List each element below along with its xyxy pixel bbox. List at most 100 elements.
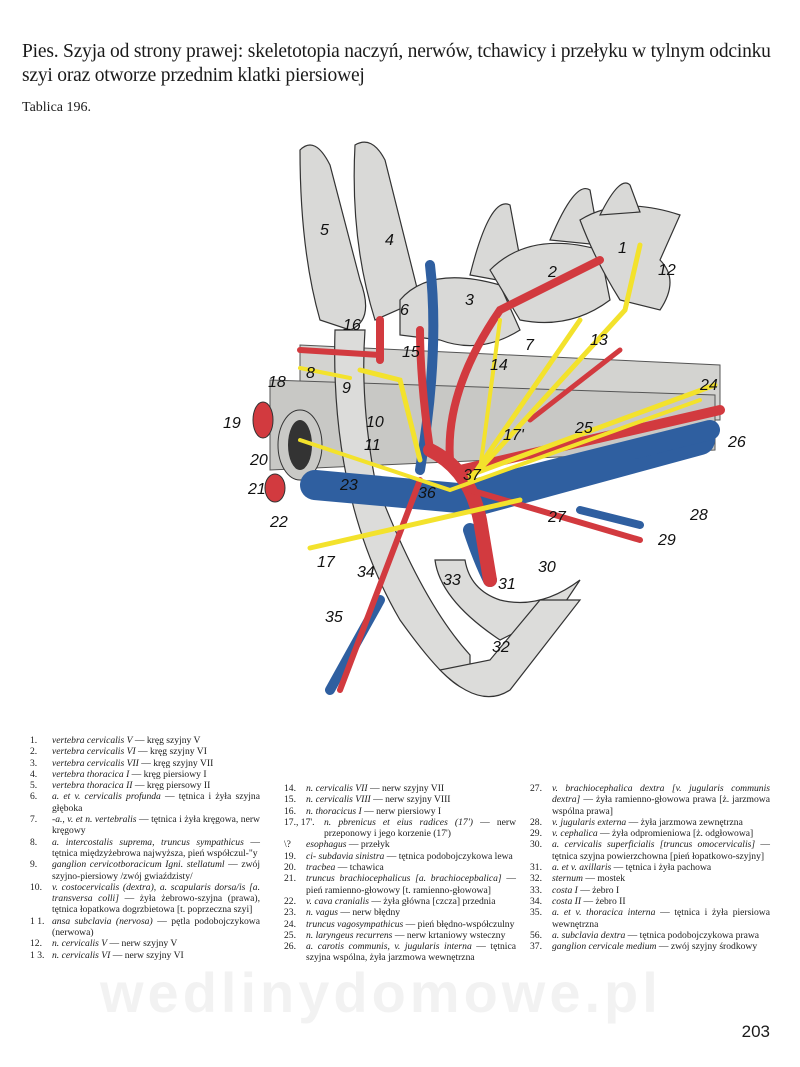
nerves xyxy=(298,242,718,551)
legend-item: 2.vertebra cervicalis VI — kręg szyjny V… xyxy=(30,746,260,757)
legend-item: 1 3.n. cervicalis VI — nerw szyjny VI xyxy=(30,950,260,961)
legend-item-number: 5. xyxy=(30,780,38,792)
legend-item-number: 2. xyxy=(30,746,38,758)
legend-item-polish: — tętnica szyjna powierzchowna [pień łop… xyxy=(552,839,770,862)
legend-item-polish: — nerw szyjny VI xyxy=(110,949,184,961)
svg-text:14: 14 xyxy=(490,357,508,374)
svg-text:28: 28 xyxy=(689,507,708,524)
svg-text:11: 11 xyxy=(364,437,381,454)
legend-item-polish: — tętnica międzyżebrowa najwyższa, pień … xyxy=(52,836,260,859)
legend-item: 21.truncus brachiocephalicus [a. brachio… xyxy=(284,873,516,896)
figure-labels: 5 4 3 2 1 12 13 14 15 16 6 7 8 9 10 11 1… xyxy=(223,222,746,656)
legend-item-number: 29. xyxy=(530,828,542,840)
legend-item: 14.n. cervicalis VII — nerw szyjny VII xyxy=(284,783,516,794)
legend-item-number: 37. xyxy=(530,941,542,953)
legend-item: 29.v. cephalica — żyła odpromieniowa [ż.… xyxy=(530,828,770,839)
svg-text:18: 18 xyxy=(268,374,286,391)
legend-item: 33.costa I — żebro I xyxy=(530,885,770,896)
legend-item-number: 4. xyxy=(30,768,38,780)
legend-item: 12.n. cervicalis V — nerw szyjny V xyxy=(30,938,260,949)
legend-item: 24.truncus vagosympathicus — pień błędno… xyxy=(284,919,516,930)
legend-item-number: 31. xyxy=(530,862,542,874)
legend-item-polish: — zwój szyjny środkowy xyxy=(656,941,758,953)
legend-item: 15.n. cervicalis VIII — nerw szyjny VIII xyxy=(284,794,516,805)
legend-item-polish: — nerw przeponowy i jego korzenie (17') xyxy=(324,816,516,840)
legend-item-latin: a. et v. axillaris xyxy=(552,862,612,874)
page-number: 203 xyxy=(741,1022,770,1041)
svg-text:10: 10 xyxy=(366,414,384,431)
legend-item-latin: a. cervicalis superficialis [truncus omo… xyxy=(552,839,756,851)
svg-text:5: 5 xyxy=(320,222,329,239)
legend-item-latin: a. et v. thoracica interna xyxy=(552,907,656,919)
legend-item-latin: a. subclavia dextra xyxy=(552,929,626,941)
legend-item-polish: — nerw krtaniowy wsteczny xyxy=(392,929,506,941)
legend-item-polish: — kręg szyjny V xyxy=(132,735,201,746)
svg-text:19: 19 xyxy=(223,415,241,432)
svg-text:9: 9 xyxy=(342,380,351,397)
legend-item-polish: — nerw szyjny VII xyxy=(367,783,445,794)
svg-text:27: 27 xyxy=(547,509,567,526)
svg-text:2: 2 xyxy=(547,264,557,281)
legend-item-number: 14. xyxy=(284,783,296,794)
legend-item-polish: — tchawica xyxy=(335,862,384,874)
legend-item-latin: vertebra cervicalis V xyxy=(52,735,133,746)
legend-item-latin: a. carotis communis, v. jugularis intern… xyxy=(306,941,472,953)
svg-text:8: 8 xyxy=(306,365,315,382)
legend-item-number: 6. xyxy=(30,791,38,803)
legend-item-polish: — żyła odpromieniowa [ż. odgłowowa] xyxy=(597,828,754,840)
legend-item-polish: — żyła główna [czcza] przednia xyxy=(368,895,496,907)
vertebra-1-spine xyxy=(598,182,641,216)
legend-item: 56.a. subclavia dextra — tętnica podoboj… xyxy=(530,930,770,941)
legend-item-latin: a. intercostalis suprema, truncus sympat… xyxy=(52,836,244,848)
legend-item-polish: — żebro II xyxy=(581,895,626,907)
legend-item-latin: v. costocervicalis (dextra), a. scapular… xyxy=(52,881,260,905)
svg-text:7: 7 xyxy=(525,337,535,354)
svg-text:3: 3 xyxy=(465,292,474,309)
svg-text:23: 23 xyxy=(339,477,358,494)
legend-item: 32.sternum — mostek xyxy=(530,873,770,884)
legend-item: 7.-a., v. et n. vertebralis — tętnica i … xyxy=(30,814,260,837)
svg-text:17: 17 xyxy=(317,554,336,571)
legend-item: 5.vertebra thoracica II — kręg piersowy … xyxy=(30,780,260,791)
plate-number: Tablica 196. xyxy=(22,100,91,115)
legend-item: 9.ganglion cervicotboracicum Igni. stell… xyxy=(30,859,260,882)
legend-item: 8.a. intercostalis suprema, truncus symp… xyxy=(30,837,260,860)
legend-item-number: 1 1. xyxy=(30,915,45,927)
legend-item-polish: — pętla podobojczykowa (nerwowa) xyxy=(52,915,260,939)
legend-item: 23.n. vagus — nerw błędny xyxy=(284,907,516,918)
legend-item-polish: — kręg piersiowy I xyxy=(129,768,207,780)
legend-item-latin: n. laryngeus recurrens xyxy=(306,929,393,941)
legend-item-number: 15. xyxy=(284,794,296,806)
svg-text:34: 34 xyxy=(357,564,375,581)
legend-item-latin: costa II xyxy=(552,895,582,907)
legend-item-number: 16. xyxy=(284,805,296,817)
legend-item-polish: — żebro I xyxy=(577,884,620,896)
legend-item-polish: — pień błędno-współczulny xyxy=(403,918,515,930)
svg-text:31: 31 xyxy=(498,576,516,593)
legend-item-polish: — tętnica szyjna wspólna, żyła jarzmowa … xyxy=(306,941,516,964)
legend-item-number: 28. xyxy=(530,816,542,828)
legend-item-number: 17., 17'. xyxy=(284,816,315,828)
legend-item-polish: — tętnica i żyła pachowa xyxy=(611,862,712,874)
svg-text:32: 32 xyxy=(492,639,510,656)
legend-item-latin: n. vagus xyxy=(306,907,338,919)
legend-item-latin: truncus brachiocephalicus [a. brachiocep… xyxy=(306,873,502,885)
legend-item-number: 20. xyxy=(284,862,296,874)
ribs xyxy=(334,329,582,698)
legend-item-number: 1 3. xyxy=(30,949,45,961)
legend-item-number: 19. xyxy=(284,850,296,862)
legend-item-latin: v. brachiocephalica dextra [v. jugularis… xyxy=(552,783,770,806)
legend-item: 4.vertebra thoracica I — kręg piersiowy … xyxy=(30,769,260,780)
legend-item-latin: costa I xyxy=(552,884,578,896)
legend-item-latin: vertebra thoracica II xyxy=(52,780,133,792)
legend-item-polish: — zwój szyjno-piersiowy /zwój gwiaździst… xyxy=(52,859,260,882)
svg-text:36: 36 xyxy=(418,485,436,502)
legend-item-polish: — nerw szyjny V xyxy=(107,938,178,950)
svg-text:33: 33 xyxy=(443,572,461,589)
legend-item-number: 56. xyxy=(530,929,542,941)
legend-item-number: 25. xyxy=(284,929,296,941)
legend-item-number: 3. xyxy=(30,757,38,769)
vertebra-5 xyxy=(299,144,367,331)
